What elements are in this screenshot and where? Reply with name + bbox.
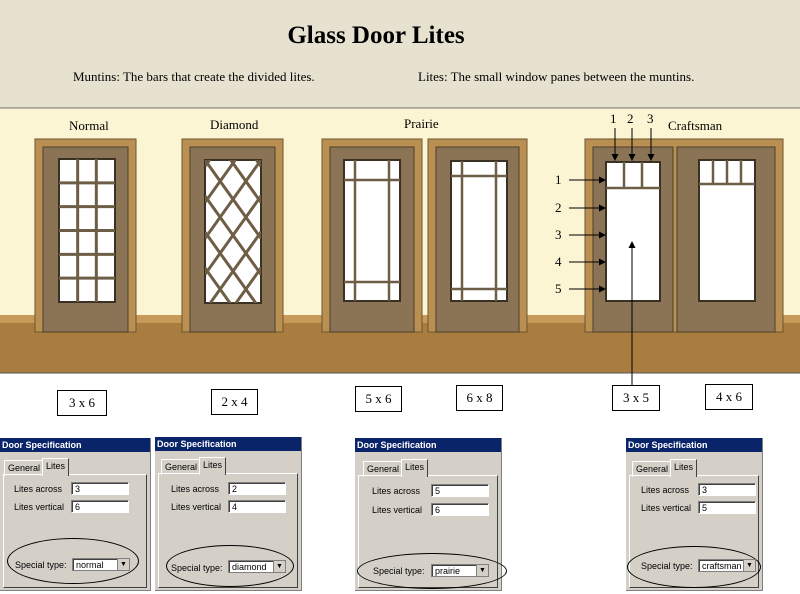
dimension-prairie-6x8: 6 x 8: [456, 385, 503, 411]
lites-vertical-field[interactable]: 6: [71, 500, 129, 513]
muntin: [234, 267, 261, 303]
dimension-diamond: 2 x 4: [211, 389, 258, 415]
diamond-muntins: [205, 160, 261, 303]
lites-vertical-field[interactable]: 4: [228, 500, 286, 513]
door-scene: [0, 0, 800, 375]
special-type-value: prairie: [435, 566, 461, 576]
lites-vertical-field[interactable]: 5: [698, 501, 756, 514]
lites-vertical-label: Lites vertical: [372, 505, 423, 515]
muntins-definition: Muntins: The bars that create the divide…: [73, 69, 315, 84]
tab-lites[interactable]: Lites: [401, 459, 429, 477]
callout-vertical-4: 4: [555, 254, 562, 269]
dialog-title: Door Specification: [155, 437, 301, 451]
lites-panel: [158, 473, 298, 588]
door-spec-dialog-diamond: Door Specification General Lites Lites a…: [155, 437, 302, 591]
tab-lites[interactable]: Lites: [42, 458, 70, 476]
special-type-label: Special type:: [641, 561, 693, 571]
highlight-ellipse: [7, 538, 139, 584]
special-type-select[interactable]: prairie ▼: [431, 564, 489, 577]
dimension-craftsman-4x6: 4 x 6: [705, 384, 753, 410]
style-label-diamond: Diamond: [210, 117, 259, 132]
wall-upper: [0, 0, 800, 108]
door-spec-dialog-prairie: Door Specification General Lites Lites a…: [355, 438, 507, 591]
highlight-ellipse: [166, 545, 294, 587]
lites-vertical-field[interactable]: 6: [431, 503, 489, 516]
callout-across-2: 2: [627, 111, 634, 126]
special-type-value: diamond: [232, 562, 267, 572]
lites-across-field[interactable]: 3: [698, 483, 756, 496]
lites-across-label: Lites across: [372, 486, 421, 496]
dimension-craftsman-3x5: 3 x 5: [612, 385, 660, 411]
muntin: [205, 160, 261, 240]
lites-across-label: Lites across: [171, 484, 220, 494]
door-spec-dialog-craftsman: Door Specification General Lites Lites a…: [626, 438, 763, 591]
special-type-select[interactable]: diamond ▼: [228, 560, 286, 573]
lites-across-label: Lites across: [641, 485, 690, 495]
lites-vertical-label: Lites vertical: [14, 502, 65, 512]
lites-across-label: Lites across: [14, 484, 63, 494]
special-type-label: Special type:: [171, 563, 223, 573]
callout-arrows: [569, 128, 655, 375]
lites-vertical-label: Lites vertical: [171, 502, 222, 512]
highlight-ellipse: [357, 553, 507, 589]
door-glass: [343, 159, 401, 302]
lites-across-field[interactable]: 5: [431, 484, 489, 497]
lites-panel: [3, 474, 147, 588]
dialog-title: Door Specification: [0, 438, 150, 452]
callout-vertical-1: 1: [555, 172, 562, 187]
special-type-value: normal: [76, 560, 104, 570]
muntin: [205, 195, 261, 276]
style-label-prairie: Prairie: [404, 116, 439, 131]
special-type-select[interactable]: craftsman▼: [698, 559, 756, 572]
callout-across-1: 1: [610, 111, 617, 126]
door-spec-dialog-normal: Door Specification General Lites Lites a…: [0, 438, 151, 591]
dialog-title: Door Specification: [355, 438, 501, 452]
tab-lites[interactable]: Lites: [670, 459, 698, 477]
special-type-value: craftsman: [702, 561, 742, 571]
special-type-select[interactable]: normal ▼: [72, 558, 130, 571]
muntin: [205, 267, 232, 303]
lites-across-field[interactable]: 2: [228, 482, 286, 495]
muntin: [208, 231, 261, 303]
callout-vertical-3: 3: [555, 227, 562, 242]
lites-across-field[interactable]: 3: [71, 482, 129, 495]
dimension-normal: 3 x 6: [57, 390, 107, 416]
chevron-down-icon[interactable]: ▼: [476, 565, 488, 576]
highlight-ellipse: [627, 546, 761, 588]
chevron-down-icon[interactable]: ▼: [273, 561, 285, 572]
chevron-down-icon[interactable]: ▼: [743, 560, 755, 571]
dimension-prairie-5x6: 5 x 6: [355, 386, 402, 412]
style-label-normal: Normal: [69, 118, 109, 133]
special-type-label: Special type:: [15, 560, 67, 570]
style-label-craftsman: Craftsman: [668, 118, 723, 133]
muntin: [205, 160, 238, 204]
tab-lites[interactable]: Lites: [199, 457, 227, 475]
callout-vertical-5: 5: [555, 281, 562, 296]
callout-vertical-2: 2: [555, 200, 562, 215]
door-glass: [605, 161, 661, 302]
callout-across-3: 3: [647, 111, 654, 126]
lites-definition: Lites: The small window panes between th…: [418, 69, 695, 84]
chevron-down-icon[interactable]: ▼: [117, 559, 129, 570]
door-glass: [450, 160, 508, 302]
dialog-title: Door Specification: [626, 438, 762, 452]
special-type-label: Special type:: [373, 566, 425, 576]
page-title: Glass Door Lites: [287, 22, 465, 49]
lites-vertical-label: Lites vertical: [641, 503, 692, 513]
